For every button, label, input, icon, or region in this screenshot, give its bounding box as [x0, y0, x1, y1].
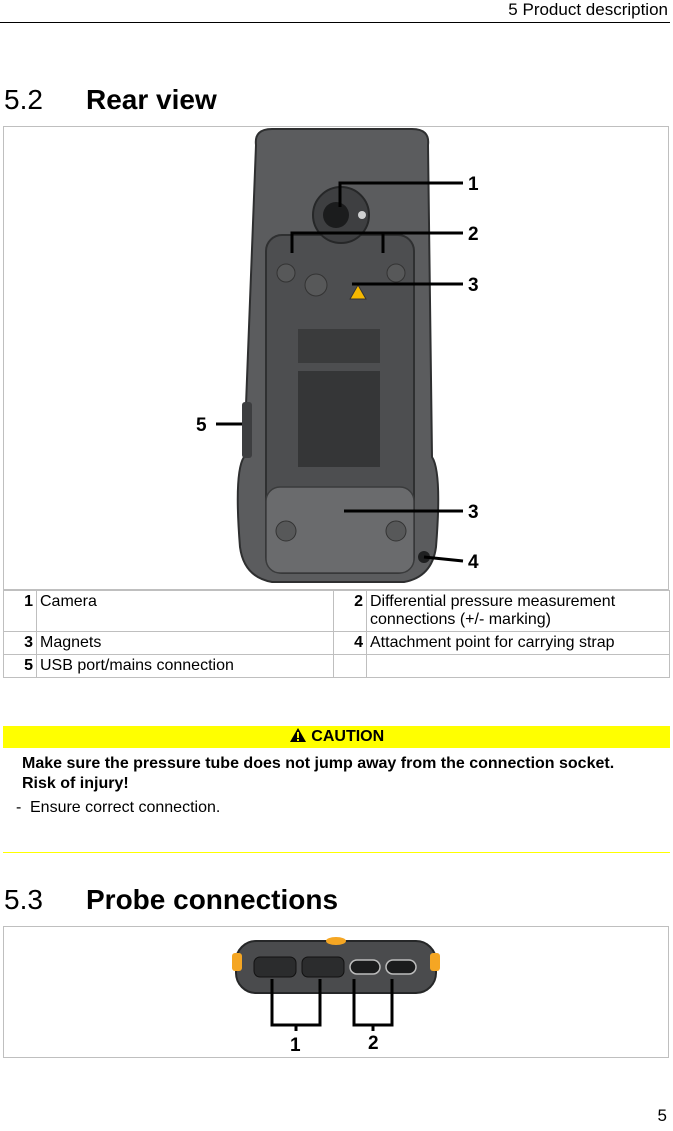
probe-callout-1: 1 [290, 1035, 301, 1056]
legend-number: 1 [3, 590, 37, 632]
legend-number [333, 654, 367, 678]
section-title-rear-view: 5.2 Rear view [4, 84, 217, 116]
page-header: 5 Product description [0, 0, 670, 23]
section-heading: Rear view [86, 84, 217, 115]
legend-label [366, 654, 670, 678]
legend-row: 1 Camera 2 Differential pressure measure… [3, 590, 670, 632]
legend-label: Differential pressure measurement connec… [366, 590, 670, 632]
legend-label: USB port/mains connection [36, 654, 334, 678]
legend-number: 4 [333, 631, 367, 655]
callout-3b: 3 [468, 502, 479, 523]
caution-body: Make sure the pressure tube does not jum… [16, 754, 662, 818]
legend-row: 3 Magnets 4 Attachment point for carryin… [3, 631, 670, 655]
rear-view-figure: 1 2 3 5 3 4 [3, 126, 669, 590]
callout-5: 5 [196, 415, 207, 436]
callout-2: 2 [468, 224, 479, 245]
legend-label: Camera [36, 590, 334, 632]
header-text: 5 Product description [508, 0, 668, 19]
warning-icon [289, 728, 306, 742]
legend-number: 3 [3, 631, 37, 655]
probe-connections-illustration: 1 2 [232, 937, 440, 1056]
rear-view-illustration: 1 2 3 5 3 4 [196, 128, 479, 583]
section-number: 5.3 [4, 884, 43, 915]
step-marker: - [16, 799, 22, 816]
step-text: Ensure correct connection. [30, 799, 221, 816]
caution-label: CAUTION [311, 728, 385, 745]
caution-risk: Risk of injury! [22, 775, 129, 792]
caution-step: -Ensure correct connection. [16, 798, 662, 818]
caution-text: Make sure the pressure tube does not jum… [22, 755, 615, 772]
section-number: 5.2 [4, 84, 43, 115]
section-heading: Probe connections [86, 884, 339, 915]
callout-3: 3 [468, 275, 479, 296]
page-number: 5 [657, 1106, 667, 1125]
legend-label: Magnets [36, 631, 334, 655]
legend-row: 5 USB port/mains connection [3, 654, 670, 678]
legend-table: 1 Camera 2 Differential pressure measure… [3, 590, 670, 678]
caution-divider [3, 852, 670, 853]
legend-label: Attachment point for carrying strap [366, 631, 670, 655]
legend-number: 5 [3, 654, 37, 678]
probe-connections-figure: 1 2 [3, 926, 669, 1058]
section-title-probe-connections: 5.3 Probe connections [4, 884, 338, 916]
legend-number: 2 [333, 590, 367, 632]
caution-banner: CAUTION [3, 726, 670, 748]
callout-1: 1 [468, 174, 479, 195]
probe-callout-2: 2 [368, 1033, 379, 1054]
callout-4: 4 [468, 552, 479, 573]
